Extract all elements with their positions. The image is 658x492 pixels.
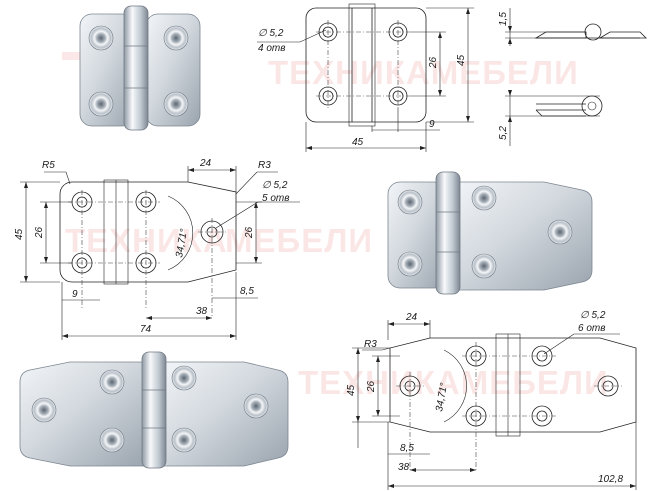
angle-label: 34,71° (434, 382, 450, 413)
dim-height: 45 (456, 54, 467, 66)
hole-diameter-label: ∅ 5,2 (258, 28, 284, 39)
dim-38: 38 (196, 306, 208, 317)
drawing-side-view: 1,5 5,2 (498, 8, 647, 146)
hole-count-label: 6 отв (578, 323, 605, 334)
dim-width: 74 (140, 324, 152, 335)
dim-top: 24 (199, 158, 212, 169)
hinge-photo-medium (387, 171, 593, 295)
hinge-photo-square (79, 5, 201, 131)
watermark-text: ТЕХНИКАМЕБЕЛИ (268, 54, 579, 91)
angle-label: 34,71° (174, 228, 190, 259)
dim-offset: 9 (72, 289, 78, 300)
side-pin-diameter: 5,2 (498, 126, 509, 140)
hole-count-label: 4 отв (258, 43, 285, 54)
dim-offset: 9 (429, 119, 435, 130)
hole-count-label: 5 отв (262, 193, 289, 204)
dim-8-5: 8,5 (400, 443, 414, 454)
radius-right-label: R3 (258, 160, 271, 171)
dim-inner-right: 26 (244, 226, 255, 239)
hole-diameter-label: ∅ 5,2 (580, 310, 606, 321)
radius-label: R3 (364, 339, 377, 350)
dim-8-5: 8,5 (240, 286, 254, 297)
dim-width: 102,8 (598, 474, 623, 485)
watermark-text-left: ТЕХНИКА (65, 222, 228, 259)
dim-width: 45 (352, 137, 364, 148)
drawing-medium-hinge: R5 R3 24 ∅ 5,2 5 отв 45 26 26 (14, 158, 300, 340)
dim-inner: 26 (366, 380, 377, 393)
dim-height: 45 (14, 228, 25, 240)
radius-left-label: R5 (42, 160, 55, 171)
drawing-square-hinge: ∅ 5,2 4 отв 45 26 9 45 (257, 3, 474, 152)
dim-inner-left: 26 (34, 226, 45, 239)
hinge-photo-large (19, 351, 289, 469)
dim-38: 38 (398, 462, 410, 473)
watermark-text: ТЕХНИКАМЕБЕЛИ (298, 364, 609, 401)
drawing-large-hinge: 24 ∅ 5,2 6 отв R3 45 26 34,71° 8,5 38 (346, 310, 637, 490)
dim-height: 45 (346, 384, 357, 396)
dim-top: 24 (405, 312, 418, 323)
dim-inner: 26 (428, 56, 439, 69)
side-thickness: 1,5 (498, 12, 509, 26)
hole-diameter-label: ∅ 5,2 (262, 180, 288, 191)
watermark-text-right: МЕБЕЛИ (225, 222, 373, 259)
